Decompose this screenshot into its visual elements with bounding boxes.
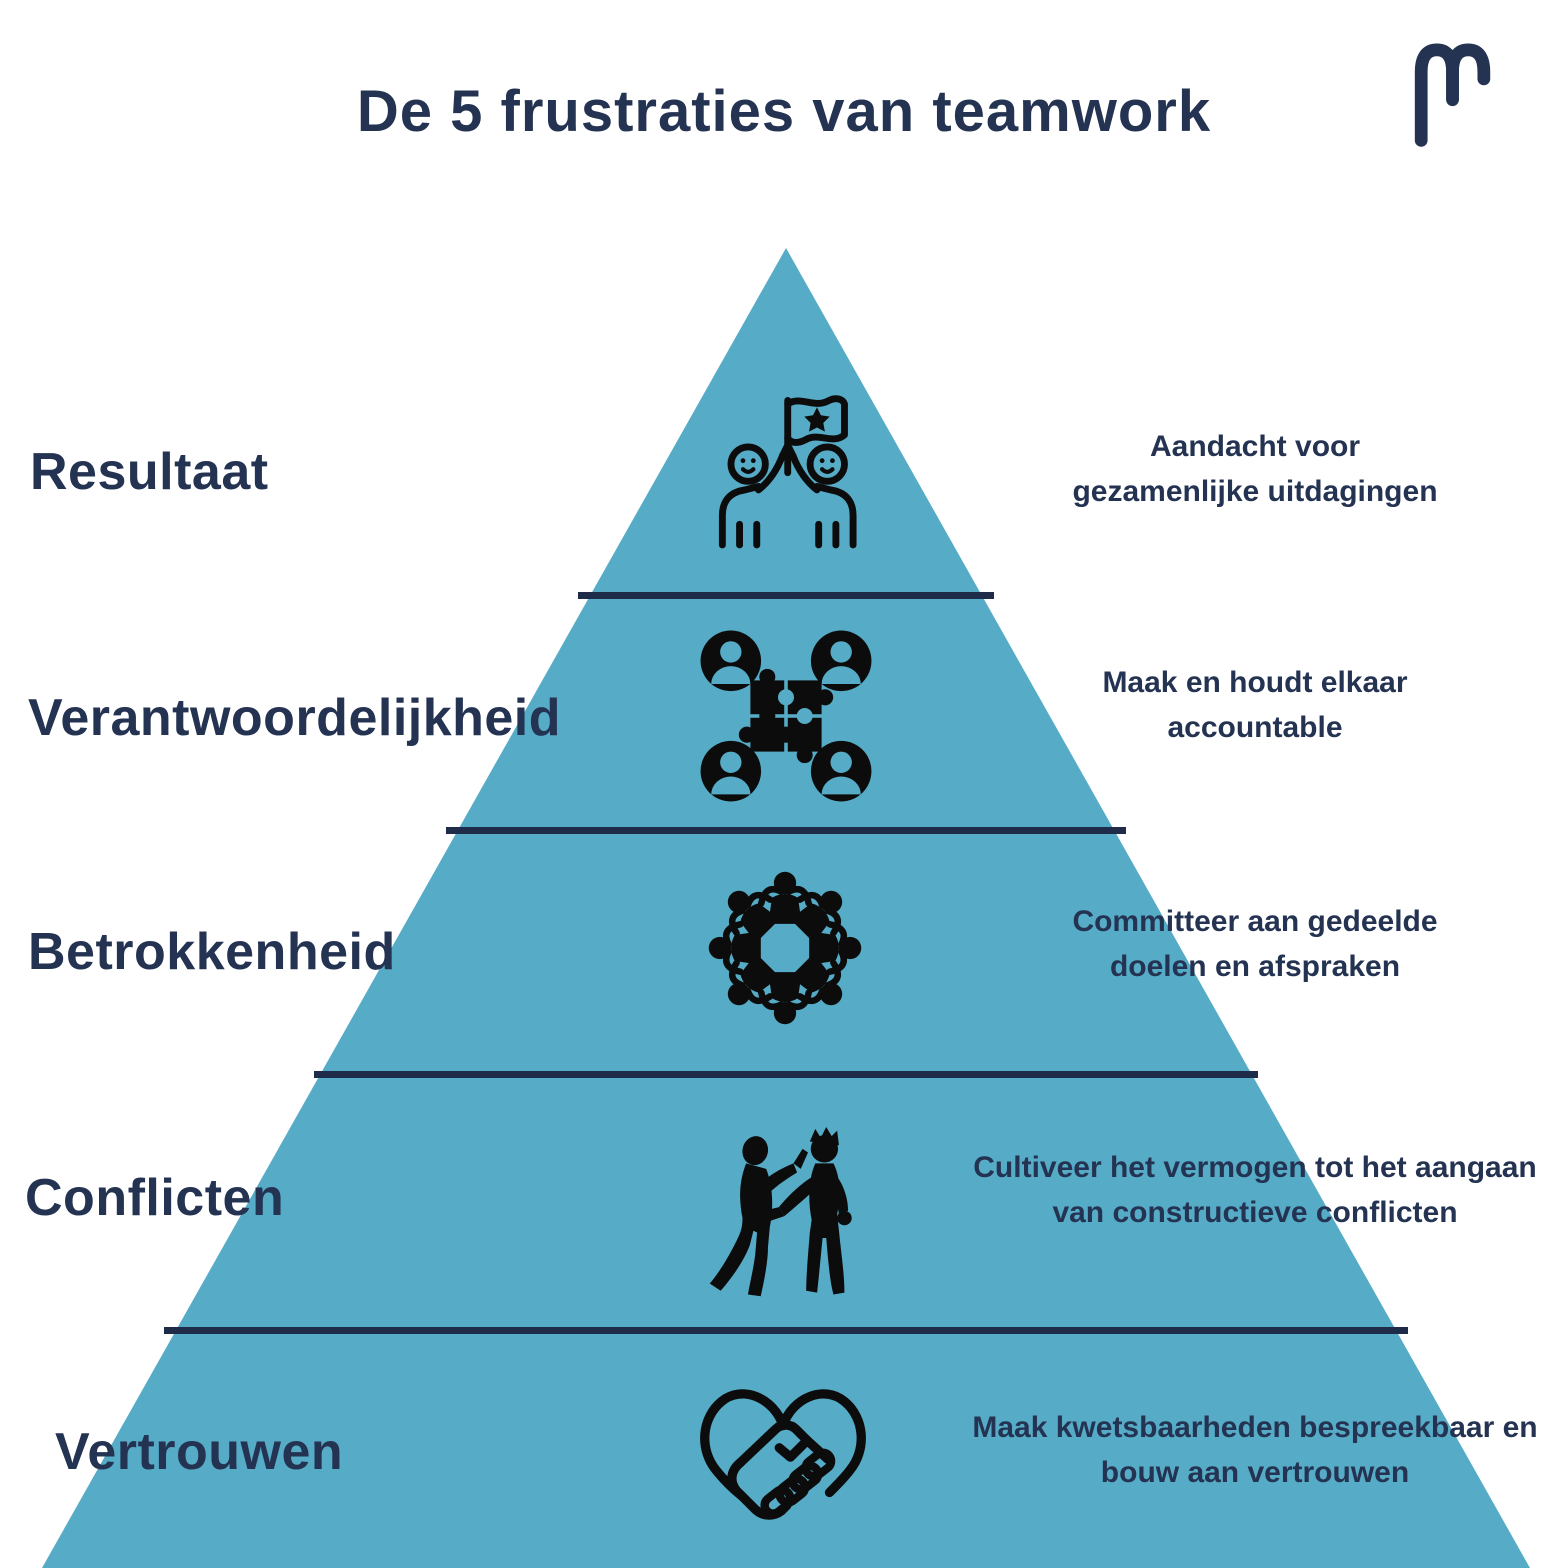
- level-divider-2: [446, 827, 1126, 834]
- level-description-betrokkenheid: Committeer aan gedeelde doelen en afspra…: [1072, 905, 1438, 983]
- page-title: De 5 frustraties van teamwork: [356, 79, 1212, 144]
- level-description-vertrouwen: Maak kwetsbaarheden bespreekbaar en bouw…: [972, 1411, 1538, 1489]
- level-label-conflicten: Conflicten: [25, 1169, 285, 1227]
- level-label-vertrouwen: Vertrouwen: [55, 1423, 344, 1481]
- level-label-resultaat: Resultaat: [30, 443, 269, 501]
- level-divider-1: [578, 592, 994, 599]
- level-label-betrokkenheid: Betrokkenheid: [28, 923, 396, 981]
- level-divider-4: [164, 1327, 1408, 1334]
- m-logo-icon: [1414, 43, 1491, 147]
- level-description-resultaat: Aandacht voor gezamenlijke uitdagingen: [1072, 430, 1438, 508]
- team-puzzle-icon: [697, 627, 875, 805]
- brand-logo-m: [1398, 26, 1514, 162]
- level-label-verantwoordelijkheid: Verantwoordelijkheid: [28, 689, 562, 747]
- people-circle-icon: [692, 855, 878, 1041]
- two-people-talking-icon: [697, 1127, 879, 1309]
- level-description-verantwoordelijkheid: Maak en houdt elkaar accountable: [1102, 666, 1408, 744]
- level-description-conflicten: Cultiveer het vermogen tot het aangaan v…: [973, 1151, 1537, 1229]
- level-divider-3: [314, 1071, 1258, 1078]
- heart-handshake-icon: [690, 1366, 876, 1552]
- celebration-flag-icon: [700, 385, 872, 557]
